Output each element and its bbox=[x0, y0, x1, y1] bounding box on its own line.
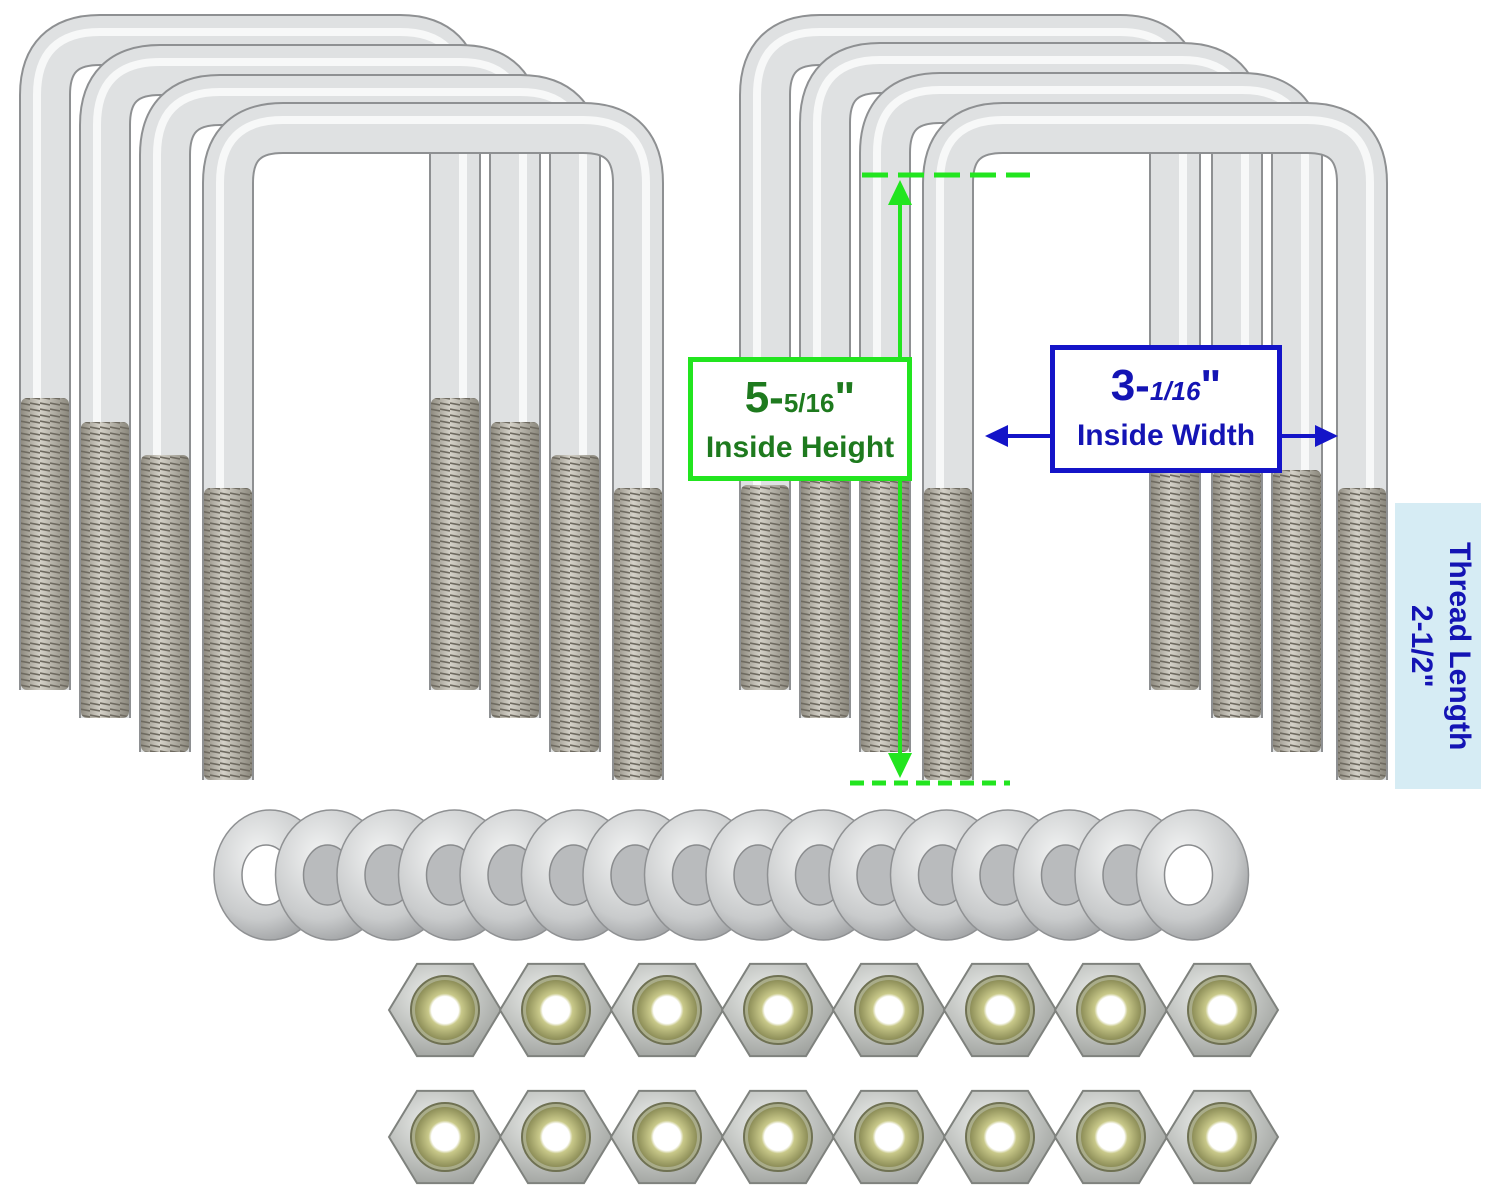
inside-width-value: 3-1/16" bbox=[1110, 361, 1222, 410]
lock-nut bbox=[498, 1089, 614, 1185]
lock-nut bbox=[1053, 1089, 1169, 1185]
inside-height-value: 5-5/16" bbox=[744, 373, 856, 422]
thread-length-label bbox=[1395, 503, 1481, 789]
lock-nut bbox=[387, 962, 503, 1058]
u-bolt bbox=[202, 102, 664, 780]
lock-nut bbox=[942, 962, 1058, 1058]
lock-nut bbox=[1164, 962, 1280, 1058]
lock-nut bbox=[942, 1089, 1058, 1185]
inside-height-fraction: 5/16 bbox=[783, 388, 835, 418]
flat-washer bbox=[1135, 809, 1250, 941]
lock-nut bbox=[720, 1089, 836, 1185]
height-arrow-top bbox=[888, 180, 912, 205]
inside-width-caption: Inside Width bbox=[1076, 419, 1256, 452]
lock-nut bbox=[609, 962, 725, 1058]
lock-nut bbox=[831, 1089, 947, 1185]
thread-length-text: Thread Length 2-1/2" bbox=[1398, 506, 1478, 786]
width-arrow-left bbox=[985, 425, 1008, 447]
width-arrow-right bbox=[1315, 425, 1338, 447]
lock-nut bbox=[609, 1089, 725, 1185]
inside-width-label: 3-1/16" Inside Width bbox=[1050, 345, 1282, 473]
inside-height-caption: Inside Height bbox=[705, 431, 895, 464]
inside-height-label: 5-5/16" Inside Height bbox=[688, 357, 912, 481]
lock-nut bbox=[1053, 962, 1169, 1058]
u-bolt bbox=[922, 102, 1388, 780]
lock-nut bbox=[720, 962, 836, 1058]
lock-nut bbox=[1164, 1089, 1280, 1185]
lock-nut bbox=[387, 1089, 503, 1185]
thread-length-value: 2-1/2" bbox=[1405, 604, 1438, 688]
lock-nut bbox=[831, 962, 947, 1058]
lock-nut bbox=[498, 962, 614, 1058]
inside-width-fraction: 1/16 bbox=[1149, 376, 1201, 406]
thread-length-caption: Thread Length bbox=[1443, 541, 1476, 751]
height-arrow-bottom bbox=[888, 753, 912, 778]
